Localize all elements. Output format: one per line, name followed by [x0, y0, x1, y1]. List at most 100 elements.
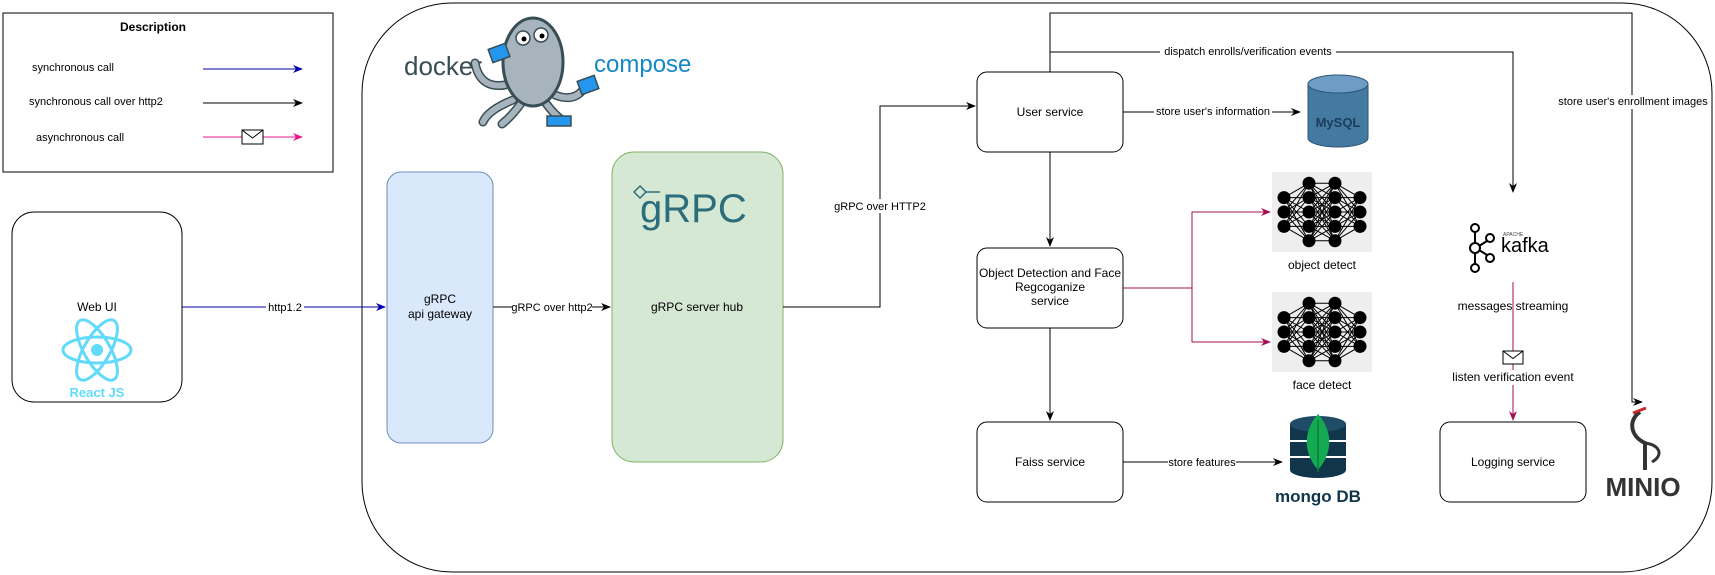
edge-label-http12: http1.2 [268, 302, 302, 314]
grpc-hub-label: gRPC server hub [651, 300, 743, 314]
api-gateway-label-2: api gateway [408, 307, 472, 321]
kafka-label: kafka [1501, 235, 1550, 257]
edge-label-bg [1450, 370, 1576, 385]
nn-node [1302, 354, 1316, 368]
logging-service-label: Logging service [1471, 455, 1555, 469]
edge-label-bg [832, 199, 928, 213]
user-service-label: User service [1017, 105, 1084, 119]
react-label: React JS [70, 385, 125, 400]
edge-odfr-face-detect [1191, 288, 1271, 346]
nn-node [1353, 191, 1367, 205]
mysql-label: MySQL [1316, 115, 1361, 130]
edge-label-messages-streaming: messages streaming [1458, 299, 1569, 313]
nn-node [1328, 325, 1342, 339]
nn-edge [1308, 317, 1336, 362]
envelope-icon [241, 129, 264, 145]
mysql-icon [1307, 74, 1369, 148]
edge-label-bg [266, 300, 304, 314]
nn-node [1277, 191, 1291, 205]
logging-service-box [1439, 421, 1587, 503]
face-detect-label: face detect [1293, 378, 1352, 392]
api-gateway-node: gRPC api gateway [386, 171, 494, 444]
neural-network-icon [1277, 296, 1367, 368]
mysql-node: MySQL [1307, 74, 1369, 148]
nn-node [1302, 311, 1316, 325]
edge-label-listen: listen verification event [1452, 370, 1574, 384]
nn-node [1302, 191, 1316, 205]
nn-node [1277, 325, 1291, 339]
legend-sync-label: synchronous call [32, 62, 114, 74]
nn-edge [1334, 317, 1361, 362]
odfr-service-label-2: Regcoganize [1015, 280, 1085, 294]
kafka-node: APACHE kafka [1469, 223, 1550, 273]
nn-edge [1308, 302, 1336, 347]
nn-edge [1308, 182, 1336, 227]
minio-node: MINIO [1605, 406, 1681, 502]
nn-node [1328, 311, 1342, 325]
nn-node [1353, 325, 1367, 339]
minio-icon [1630, 406, 1661, 470]
nn-node [1277, 205, 1291, 219]
grpc-logo: gRPC [632, 184, 747, 231]
nn-node [1328, 354, 1342, 368]
react-icon [61, 318, 133, 382]
faiss-service-label: Faiss service [1015, 455, 1085, 469]
nn-node [1302, 339, 1316, 353]
nn-node [1302, 325, 1316, 339]
logging-service-node: Logging service [1439, 421, 1587, 503]
nn-node [1353, 219, 1367, 233]
edge-label-store-info: store user's information [1156, 106, 1270, 118]
odfr-service-node: Object Detection and Face Regcoganize se… [976, 247, 1124, 329]
odfr-service-label-3: service [1031, 294, 1069, 308]
nn-node [1277, 219, 1291, 233]
nn-node [1328, 234, 1342, 248]
nn-node [1302, 176, 1316, 190]
nn-node [1328, 219, 1342, 233]
web-ui-label: Web UI [77, 300, 117, 314]
legend-box [2, 12, 334, 173]
edge-label-grpc-HTTP2: gRPC over HTTP2 [834, 201, 926, 213]
edge-label-dispatch: dispatch enrolls/verification events [1164, 46, 1332, 58]
edge-label-bg [1168, 455, 1236, 469]
nn-node [1277, 339, 1291, 353]
mongodb-node: mongo DB [1275, 414, 1361, 506]
nn-node [1302, 296, 1316, 310]
web-ui-node: Web UI React JS [11, 211, 183, 403]
grpc-logo-text: gRPC [640, 187, 747, 231]
mongodb-label: mongo DB [1275, 487, 1361, 506]
kafka-apache-label: APACHE [1503, 232, 1524, 238]
nn-node [1302, 234, 1316, 248]
neural-network-icon [1277, 176, 1367, 248]
edge-label-bg [1557, 95, 1709, 109]
nn-node [1328, 296, 1342, 310]
edge-label-store-images: store user's enrollment images [1558, 96, 1708, 108]
face-detect-node: face detect [1272, 292, 1372, 392]
faiss-service-node: Faiss service [976, 421, 1124, 503]
api-gateway-label-1: gRPC [424, 292, 456, 306]
legend-sync-http2-label: synchronous call over http2 [29, 96, 163, 108]
edge-label-bg [1154, 105, 1272, 119]
nn-edge [1334, 197, 1361, 242]
edge-label-store-features: store features [1168, 457, 1236, 469]
nn-node [1328, 339, 1342, 353]
edge-label-bg [512, 300, 592, 314]
legend-title: Description [120, 20, 186, 34]
nn-node [1353, 339, 1367, 353]
nn-node [1328, 191, 1342, 205]
object-detect-label: object detect [1288, 258, 1357, 272]
nn-node [1353, 311, 1367, 325]
docker-compose-logo: docker compose [404, 16, 691, 129]
envelope-icon [1502, 350, 1524, 365]
nn-node [1353, 205, 1367, 219]
legend: Description synchronous call synchronous… [2, 12, 334, 173]
object-detect-node: object detect [1272, 172, 1372, 272]
legend-async-label: asynchronous call [36, 132, 124, 144]
grpc-hub-node: gRPC server hub gRPC [611, 151, 784, 463]
nn-node [1328, 205, 1342, 219]
mongodb-icon [1290, 414, 1346, 478]
edge-user-minio [1049, 12, 1643, 406]
user-service-node: User service [976, 71, 1124, 153]
edge-label-bg [1160, 45, 1336, 59]
nn-node [1302, 205, 1316, 219]
